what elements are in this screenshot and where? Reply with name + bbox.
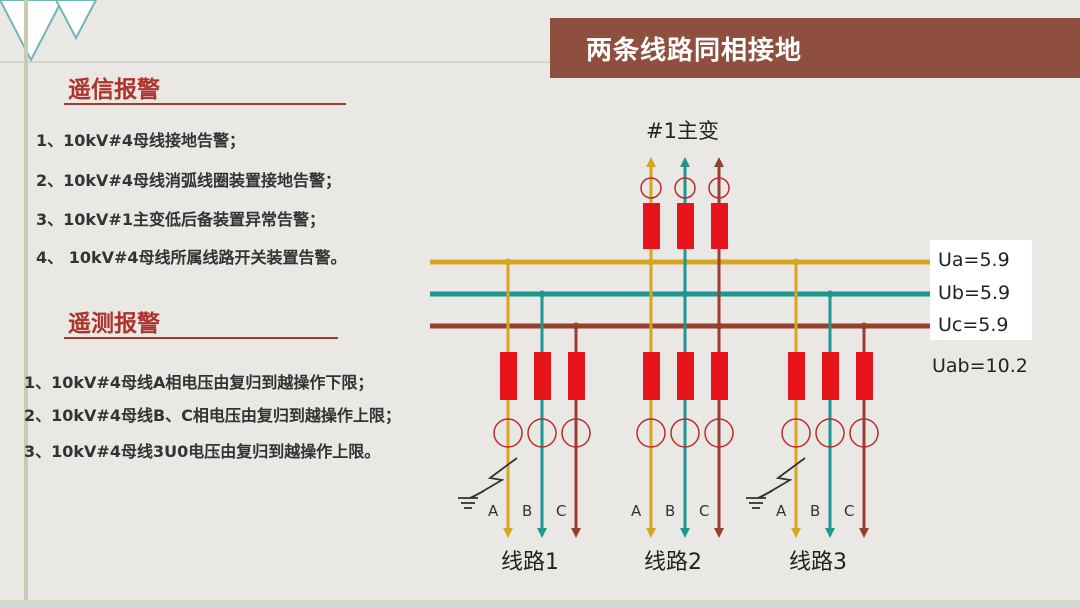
line-3-fuse-b: [822, 352, 839, 400]
corner-triangle-right: [54, 0, 98, 41]
feed-fuse-c: [711, 203, 728, 249]
telesignal-rule: [64, 103, 346, 105]
line-1-fuse-c: [568, 352, 585, 400]
page-title: 两条线路同相接地: [586, 35, 803, 66]
line-3-ct-c: [849, 418, 879, 448]
telemetry-heading: 遥测报警: [68, 311, 160, 337]
telesignal-heading: 遥信报警: [68, 77, 160, 103]
line-2-fuse-c: [711, 352, 728, 400]
telesignal-item-3: 3、10kV#1主变低后备装置异常告警；: [36, 210, 325, 229]
feed-ct-b: [674, 177, 696, 199]
telemetry-item-1: 1、10kV#4母线A相电压由复归到越操作下限；: [24, 373, 374, 392]
line-2-ct-c: [704, 418, 734, 448]
line-1-node-b: [538, 290, 546, 298]
feed-fuse-b: [677, 203, 694, 249]
line-1-ct-b: [527, 418, 557, 448]
line-3-feeder: [746, 258, 879, 538]
line-2-label-b: B: [665, 502, 675, 520]
telesignal-item-1: 1、10kV#4母线接地告警；: [36, 131, 245, 150]
line-3-ct-a: [781, 418, 811, 448]
line-1-fuse-b: [534, 352, 551, 400]
reading-ua: Ua=5.9: [938, 249, 1010, 271]
telemetry-item-2: 2、10kV#4母线B、C相电压由复归到越操作上限；: [24, 406, 401, 425]
line-1-label-b: B: [522, 502, 532, 520]
line-1-node-c: [572, 322, 580, 330]
line-3-label-b: B: [810, 502, 820, 520]
telemetry-rule: [64, 337, 338, 339]
title-banner: 两条线路同相接地: [550, 18, 1080, 78]
corner-triangle-left: [0, 0, 64, 63]
line-3-ground-fault-icon: [746, 457, 806, 509]
line-1-label-a: A: [488, 502, 499, 520]
line-3-fuse-c: [856, 352, 873, 400]
line-2-ct-a: [636, 418, 666, 448]
line-3-node-c: [860, 322, 868, 330]
telesignal-item-4: 4、 10kV#4母线所属线路开关装置告警。: [36, 248, 347, 267]
telesignal-item-2: 2、10kV#4母线消弧线圈装置接地告警；: [36, 171, 341, 190]
line-2-name: 线路2: [644, 550, 702, 575]
feed-ct-c: [708, 177, 730, 199]
reading-uab: Uab=10.2: [932, 355, 1028, 377]
line-2-feeder: [636, 262, 734, 538]
line-1-node-a: [504, 258, 512, 266]
bus-reading-box: [930, 240, 1032, 340]
line-1-feeder: [458, 258, 591, 538]
transformer-label: #1主变: [646, 119, 719, 143]
line-1-ct-a: [493, 418, 523, 448]
reading-uc: Uc=5.9: [938, 314, 1009, 336]
line-1-label-c: C: [556, 502, 566, 520]
line-2-label-a: A: [631, 502, 642, 520]
line-2-label-c: C: [699, 502, 709, 520]
line-1-ground-fault-icon: [458, 457, 518, 509]
line-3-node-a: [792, 258, 800, 266]
bottom-strip: [0, 600, 1080, 608]
line-2-fuse-a: [643, 352, 660, 400]
line-3-ct-b: [815, 418, 845, 448]
transformer-feed: [640, 157, 730, 330]
line-3-name: 线路3: [789, 550, 847, 575]
line-3-node-b: [826, 290, 834, 298]
feed-ct-a: [640, 177, 662, 199]
line-2-fuse-b: [677, 352, 694, 400]
reading-ub: Ub=5.9: [938, 282, 1010, 304]
line-1-fuse-a: [500, 352, 517, 400]
line-3-label-c: C: [844, 502, 854, 520]
line-3-label-a: A: [776, 502, 787, 520]
telemetry-item-3: 3、10kV#4母线3U0电压由复归到越操作上限。: [24, 442, 381, 461]
feed-fuse-a: [643, 203, 660, 249]
line-2-ct-b: [670, 418, 700, 448]
line-1-name: 线路1: [501, 550, 559, 575]
line-3-fuse-a: [788, 352, 805, 400]
line-1-ct-c: [561, 418, 591, 448]
